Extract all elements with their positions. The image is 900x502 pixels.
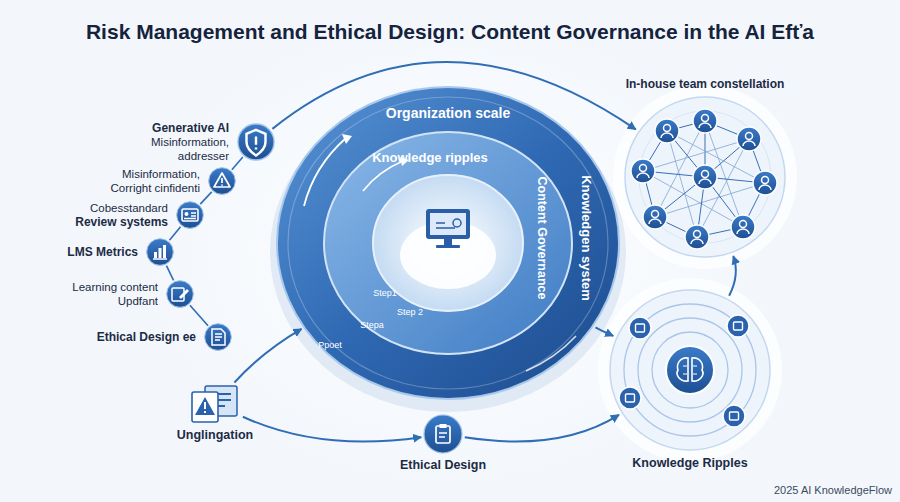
node-icon	[608, 288, 772, 452]
text-column: Generative AIMisinformation, addresser	[125, 121, 229, 164]
node-icon	[623, 95, 787, 259]
item-text: Review systems	[64, 215, 168, 230]
flow-arrow	[465, 415, 619, 442]
ring-label: Organization scale	[386, 105, 510, 121]
risk-item: Learning content Updfant	[54, 280, 194, 308]
flow-arrow	[729, 256, 736, 296]
flow-arrow	[234, 329, 301, 383]
item-text: Learning content Updfant	[54, 280, 158, 308]
item-icon	[204, 323, 232, 351]
item-icon	[146, 238, 174, 266]
text-column: CobesstandardReview systems	[64, 201, 168, 230]
item-heading: Generative AI	[125, 121, 229, 136]
step-label: Step 2	[397, 307, 423, 317]
flow-arrow	[243, 417, 421, 442]
risk-item: Misinformation, Corright cinfidenti	[96, 167, 236, 195]
flow-arrow	[595, 327, 613, 335]
item-text: Misinformation, Corright cinfidenti	[96, 167, 200, 195]
risk-item: Generative AIMisinformation, addresser	[125, 121, 275, 164]
chain-line	[232, 157, 243, 170]
icon-node: In-house team constellation	[623, 77, 787, 259]
item-heading: LMS Metrics	[38, 245, 138, 260]
icon-node: Knowledge Ripples	[608, 288, 772, 470]
item-icon	[176, 201, 204, 229]
text-column: Learning content Updfant	[54, 280, 158, 308]
node-label: Ethical Design	[400, 458, 486, 472]
risk-item: CobesstandardReview systems	[64, 201, 204, 230]
step-label: Ppoet	[318, 340, 342, 350]
item-text: Cobesstandard	[64, 201, 168, 215]
node-icon	[423, 414, 463, 454]
chain-line	[200, 192, 211, 204]
node-label: In-house team constellation	[626, 77, 785, 91]
node-label: Knowledge Ripples	[632, 456, 747, 470]
ring-band: Organization scaleKnowledgen system Knowl…	[276, 86, 620, 400]
item-heading: Ethical Design ee	[86, 330, 196, 345]
ring-label: Knowledgen system	[579, 175, 594, 301]
text-column: LMS Metrics	[38, 245, 138, 260]
text-column: Ethical Design ee	[86, 330, 196, 345]
item-icon	[237, 123, 275, 161]
text-column: Misinformation, Corright cinfidenti	[96, 167, 200, 195]
risk-item: Ethical Design ee	[86, 323, 232, 351]
item-icon	[208, 167, 236, 195]
item-icon	[166, 280, 194, 308]
icon-node: Ethical Design	[400, 414, 486, 472]
ring-label: Content Governance	[535, 177, 549, 300]
chain-line	[169, 227, 180, 241]
node-label: Unglingation	[177, 428, 253, 442]
title: Risk Management and Ethical Design: Cont…	[0, 20, 900, 44]
item-text: Misinformation, addresser	[125, 135, 229, 163]
node-icon	[189, 384, 241, 424]
ring-band: Knowledge ripplesContent Governance	[323, 131, 573, 355]
risk-item: LMS Metrics	[38, 238, 174, 266]
chain-line	[190, 305, 208, 326]
step-label: Step1	[373, 288, 397, 298]
step-label: Stepa	[360, 320, 384, 330]
chain-line	[166, 266, 173, 281]
icon-node: Unglingation	[177, 384, 253, 442]
ring-label: Knowledge ripples	[372, 150, 488, 165]
footer-note: 2025 AI KnowledgeFlow	[774, 484, 892, 496]
